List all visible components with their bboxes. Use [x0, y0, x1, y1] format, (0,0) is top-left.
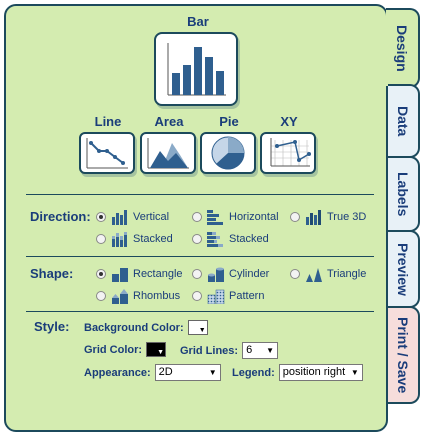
direction-option-vertical-stacked[interactable]: Stacked — [96, 231, 173, 247]
chart-type-line-label: Line — [94, 114, 122, 129]
chevron-down-icon: ▼ — [208, 368, 217, 377]
direction-horizontal-label: Horizontal — [229, 211, 279, 223]
chart-type-pie-label: Pie — [219, 114, 239, 129]
legend-field: Legend: position right ▼ — [232, 364, 363, 381]
direction-horizontal-stacked-label: Stacked — [229, 233, 269, 245]
direction-true-3d-radio[interactable] — [290, 212, 300, 222]
chevron-down-icon: ▼ — [350, 368, 359, 377]
grid-color-field: Grid Color: ▼ — [84, 342, 167, 357]
shape-option-pattern[interactable]: Pattern — [192, 288, 264, 304]
grid-lines-label: Grid Lines: — [180, 344, 239, 357]
separator-2 — [26, 256, 374, 257]
grid-lines-value: 6 — [246, 344, 253, 356]
shape-option-triangle[interactable]: Triangle — [290, 266, 366, 282]
shape-pattern-label: Pattern — [229, 290, 265, 302]
shape-cylinder-label: Cylinder — [229, 268, 270, 280]
direction-vertical-radio[interactable] — [96, 212, 106, 222]
separator-3 — [26, 311, 374, 312]
tab-design-label: Design — [394, 24, 410, 72]
design-panel: Bar Line — [4, 4, 388, 432]
xy-chart-icon[interactable] — [260, 132, 316, 174]
bar-chart-icon[interactable] — [154, 32, 238, 106]
rhombus-shape-icon — [112, 289, 128, 304]
shape-rhombus-label: Rhombus — [133, 290, 181, 302]
shape-cylinder-radio[interactable] — [192, 269, 202, 279]
shape-triangle-label: Triangle — [327, 268, 367, 280]
direction-option-vertical[interactable]: Vertical — [96, 209, 169, 225]
horizontal-bars-icon — [207, 210, 223, 225]
tab-preview-label: Preview — [395, 242, 411, 296]
tab-labels-label: Labels — [395, 171, 411, 217]
chart-type-xy-label: XY — [280, 114, 298, 129]
chart-type-bar-label: Bar — [187, 14, 209, 29]
dropdown-arrow-icon: ▼ — [157, 349, 165, 356]
legend-select[interactable]: position right ▼ — [278, 364, 363, 381]
tab-data-label: Data — [395, 105, 411, 137]
legend-value: position right — [282, 366, 346, 378]
background-color-picker[interactable]: ▼ — [187, 320, 208, 335]
direction-vertical-label: Vertical — [133, 211, 170, 223]
shape-rectangle-label: Rectangle — [133, 268, 183, 280]
direction-option-horizontal-stacked[interactable]: Stacked — [192, 231, 269, 247]
appearance-field: Appearance: 2D ▼ — [84, 364, 221, 381]
tab-print-save[interactable]: Print / Save — [388, 306, 420, 404]
background-color-field: Background Color: ▼ — [84, 320, 208, 335]
tab-data[interactable]: Data — [388, 84, 420, 158]
shape-rhombus-radio[interactable] — [96, 291, 106, 301]
shape-option-rectangle[interactable]: Rectangle — [96, 266, 183, 282]
direction-vertical-stacked-radio[interactable] — [96, 234, 106, 244]
chart-type-pie[interactable]: Pie — [200, 114, 258, 174]
chart-type-xy[interactable]: XY — [260, 114, 318, 174]
direction-horizontal-radio[interactable] — [192, 212, 202, 222]
vertical-stacked-icon — [112, 232, 127, 247]
vertical-bars-icon — [112, 210, 127, 225]
legend-label: Legend: — [232, 366, 275, 379]
shape-option-cylinder[interactable]: Cylinder — [192, 266, 269, 282]
style-label: Style: — [34, 319, 70, 334]
grid-color-label: Grid Color: — [84, 343, 143, 356]
shape-label: Shape: — [30, 266, 74, 281]
tab-print-save-label: Print / Save — [395, 316, 411, 394]
pie-chart-icon[interactable] — [200, 132, 256, 174]
shape-rectangle-radio[interactable] — [96, 269, 106, 279]
chart-type-area-label: Area — [154, 114, 184, 129]
direction-horizontal-stacked-radio[interactable] — [192, 234, 202, 244]
shape-pattern-radio[interactable] — [192, 291, 202, 301]
line-chart-icon[interactable] — [79, 132, 135, 174]
shape-option-rhombus[interactable]: Rhombus — [96, 288, 180, 304]
separator-1 — [26, 194, 374, 195]
chart-type-bar[interactable]: Bar — [154, 14, 242, 106]
tab-preview[interactable]: Preview — [388, 230, 420, 308]
chart-type-line[interactable]: Line — [79, 114, 137, 174]
area-chart-icon[interactable] — [140, 132, 196, 174]
grid-color-picker[interactable]: ▼ — [146, 342, 167, 357]
direction-vertical-stacked-label: Stacked — [133, 233, 173, 245]
grid-lines-field: Grid Lines: 6 ▼ — [180, 342, 279, 359]
shape-triangle-radio[interactable] — [290, 269, 300, 279]
3d-bars-icon — [306, 210, 321, 225]
cylinder-shape-icon — [208, 267, 224, 282]
direction-true-3d-label: True 3D — [327, 211, 367, 223]
chevron-down-icon: ▼ — [266, 346, 275, 355]
direction-option-horizontal[interactable]: Horizontal — [192, 209, 279, 225]
background-color-label: Background Color: — [84, 321, 184, 334]
direction-option-true-3d[interactable]: True 3D — [290, 209, 366, 225]
appearance-select[interactable]: 2D ▼ — [154, 364, 221, 381]
horizontal-stacked-icon — [207, 232, 223, 247]
appearance-value: 2D — [158, 366, 173, 378]
tab-labels[interactable]: Labels — [388, 156, 420, 232]
dropdown-arrow-icon: ▼ — [198, 327, 206, 334]
chart-type-area[interactable]: Area — [140, 114, 198, 174]
grid-lines-select[interactable]: 6 ▼ — [242, 342, 279, 359]
appearance-label: Appearance: — [84, 366, 151, 379]
rectangle-shape-icon — [112, 268, 128, 282]
pattern-shape-icon — [207, 289, 225, 304]
tab-design[interactable]: Design — [386, 8, 420, 88]
direction-label: Direction: — [30, 209, 91, 224]
triangle-shape-icon — [306, 268, 322, 282]
